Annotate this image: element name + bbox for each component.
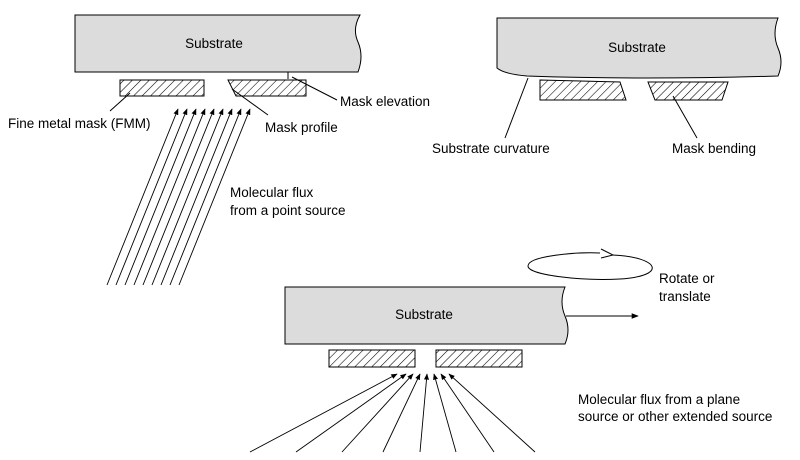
flux-point-arrow bbox=[142, 108, 215, 286]
mask-left-top-left bbox=[119, 79, 205, 97]
flux-point-arrow bbox=[151, 108, 224, 286]
mask-left-top-right bbox=[539, 79, 627, 101]
flux-plane-arrow bbox=[382, 373, 421, 453]
flux-plane-arrow bbox=[433, 373, 457, 453]
substrate-label-top-left: Substrate bbox=[185, 36, 243, 51]
leader-bending bbox=[672, 95, 698, 139]
label-mask-profile: Mask profile bbox=[265, 120, 338, 135]
flux-point-arrow bbox=[133, 108, 206, 286]
substrate-top-left bbox=[74, 14, 362, 73]
mask-right-top-left bbox=[227, 79, 307, 97]
leader-fmm bbox=[109, 92, 131, 112]
leader-curvature bbox=[504, 77, 529, 139]
label-substrate-curvature: Substrate curvature bbox=[432, 141, 550, 156]
label-mask-elevation: Mask elevation bbox=[340, 94, 430, 109]
label-flux-point-2: from a point source bbox=[230, 203, 346, 218]
label-rotate: Rotate or bbox=[659, 271, 715, 286]
flux-plane-arrow bbox=[249, 373, 398, 453]
label-flux-point-1: Molecular flux bbox=[230, 185, 314, 200]
panel-bottom: Substrate Rotate or translate Molecular … bbox=[249, 248, 772, 453]
flux-plane-source bbox=[249, 373, 536, 453]
panel-top-right: Substrate Substrate curvature Mask bendi… bbox=[432, 17, 782, 156]
flux-plane-arrow bbox=[419, 373, 430, 453]
substrate-top-right bbox=[496, 17, 782, 79]
mask-left-bottom bbox=[328, 349, 416, 368]
mask-right-bottom bbox=[435, 349, 523, 368]
substrate-bottom bbox=[284, 286, 569, 345]
flux-point-arrow bbox=[124, 108, 197, 286]
flux-plane-arrow bbox=[440, 373, 495, 453]
label-mask-bending: Mask bending bbox=[672, 141, 756, 156]
rotate-arrow-icon bbox=[600, 248, 615, 259]
label-fmm: Fine metal mask (FMM) bbox=[8, 116, 151, 131]
label-flux-plane-1: Molecular flux from a plane bbox=[578, 392, 740, 407]
flux-plane-arrow bbox=[341, 373, 414, 453]
substrate-label-bottom: Substrate bbox=[395, 307, 453, 322]
flux-point-arrow bbox=[115, 108, 188, 286]
flux-point-source bbox=[106, 108, 251, 286]
panel-top-left: Substrate Fine metal mask (FMM) Mask pro… bbox=[8, 14, 430, 286]
leader-mask-elevation bbox=[291, 76, 338, 101]
flux-point-arrow bbox=[169, 108, 242, 286]
flux-plane-arrow bbox=[448, 373, 536, 453]
flux-point-arrow bbox=[160, 108, 233, 286]
substrate-label-top-right: Substrate bbox=[608, 40, 666, 55]
rotate-ellipse bbox=[527, 252, 653, 280]
leader-mask-profile bbox=[231, 88, 269, 116]
label-flux-plane-2: source or other extended source bbox=[578, 409, 772, 424]
flux-point-arrow bbox=[178, 108, 251, 286]
mask-right-top-right bbox=[647, 81, 729, 101]
label-translate: translate bbox=[659, 289, 711, 304]
flux-plane-arrow bbox=[295, 373, 407, 453]
flux-point-arrow bbox=[106, 108, 179, 286]
